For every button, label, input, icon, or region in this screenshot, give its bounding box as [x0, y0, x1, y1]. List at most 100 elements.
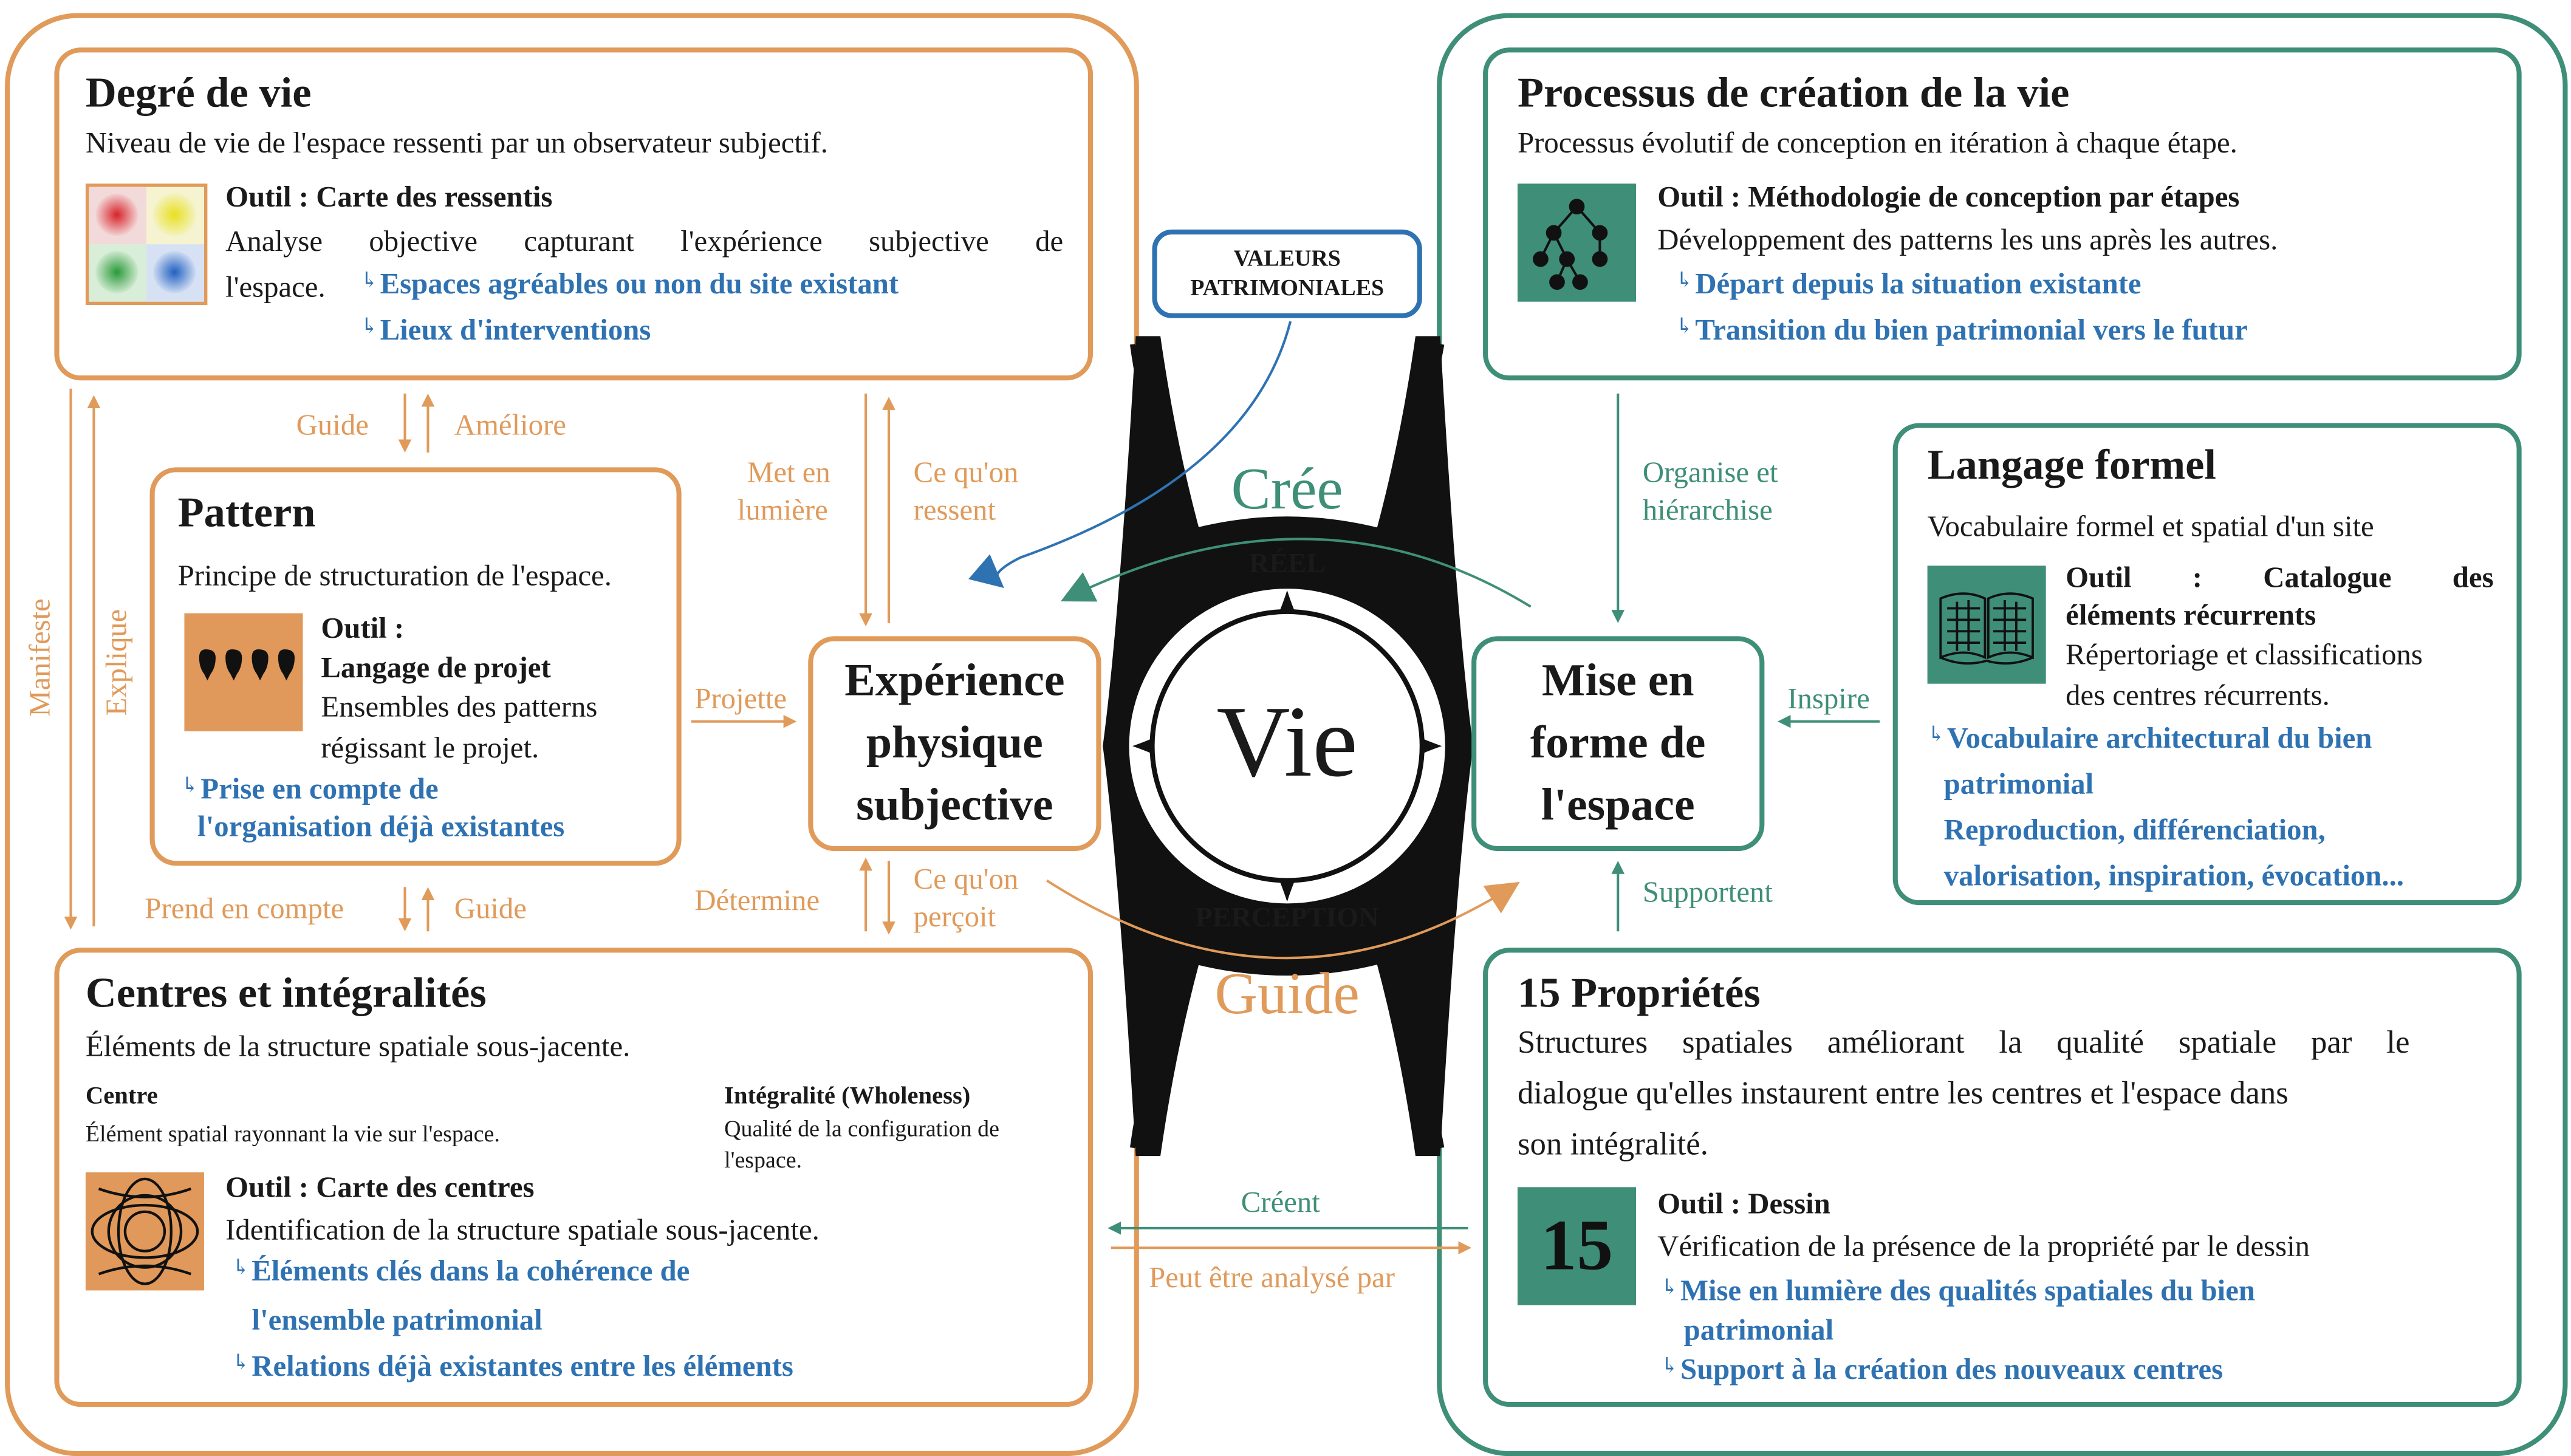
ce-quon-percoit-label-1: Ce qu'on [913, 862, 1019, 895]
proprietes-description-1: Structures spatiales améliorant la quali… [1517, 1026, 2410, 1061]
centres-description: Éléments de la structure spatiale sous-j… [85, 1030, 631, 1063]
degre-de-vie-title: Degré de vie [85, 69, 312, 117]
integralite-text-2: l'espace. [724, 1149, 803, 1174]
experience-line-3: subjective [856, 780, 1053, 832]
guide-top-label: Guide [296, 408, 369, 442]
proprietes-bullet-3: ↳Support à la création des nouveaux cent… [1660, 1353, 2224, 1386]
degre-de-vie-tool-text-1: Analyse objective capturant l'expérience… [225, 224, 1064, 258]
mise-en-forme-box: Mise en forme de l'espace [1471, 636, 1765, 851]
processus-card: Processus de création de la vie Processu… [1483, 47, 2522, 381]
organise-label-1: Organise et [1642, 456, 1778, 489]
number-15-text: 15 [1540, 1205, 1614, 1286]
langage-tool-2: éléments récurrents [2066, 598, 2316, 632]
langage-tool-text-2: des centres récurrents. [2066, 678, 2330, 712]
centres-card: Centres et intégralités Éléments de la s… [54, 948, 1093, 1407]
pattern-bullet-1: ↳Prise en compte de [181, 772, 439, 805]
perception-label: PERCEPTION [1195, 901, 1379, 933]
pattern-bullet-2: l'organisation déjà existantes [197, 810, 565, 843]
pattern-description: Principe de structuration de l'espace. [177, 559, 612, 592]
catalogue-book-icon [1927, 566, 2046, 684]
integralite-text-1: Qualité de la configuration de [724, 1118, 1000, 1143]
proprietes-title: 15 Propriétés [1517, 969, 1761, 1017]
cree-label: Crée [1231, 456, 1343, 522]
determine-label: Détermine [694, 883, 820, 917]
peut-etre-analyse-label: Peut être analysé par [1149, 1260, 1395, 1294]
ce-quon-ressent-label-1: Ce qu'on [913, 456, 1019, 489]
proprietes-card: 15 Propriétés Structures spatiales améli… [1483, 948, 2522, 1407]
centres-bullet-3: ↳Relations déjà existantes entre les élé… [232, 1349, 793, 1383]
centres-bullet-2: l'ensemble patrimonial [252, 1304, 543, 1337]
pattern-title: Pattern [177, 488, 316, 536]
degre-de-vie-tool-text-2: l'espace. [225, 270, 326, 304]
vie-label: Vie [1216, 687, 1358, 799]
pattern-card: Pattern Principe de structuration de l'e… [149, 467, 682, 866]
processus-bullet-2: ↳Transition du bien patrimonial vers le … [1676, 313, 2248, 346]
degre-de-vie-card: Degré de vie Niveau de vie de l'espace r… [54, 47, 1093, 381]
mise-en-forme-line-1: Mise en [1541, 655, 1694, 707]
degre-de-vie-description: Niveau de vie de l'espace ressenti par u… [85, 126, 828, 159]
processus-tool-text: Développement des patterns les uns après… [1657, 223, 2278, 256]
valeurs-line-1: VALEURS [1233, 247, 1341, 273]
experience-box: Expérience physique subjective [808, 636, 1101, 851]
proprietes-bullet-2: patrimonial [1683, 1313, 1834, 1347]
processus-description: Processus évolutif de conception en itér… [1517, 126, 2237, 159]
prend-en-compte-label: Prend en compte [145, 892, 344, 925]
pattern-tool-text-2: régissant le projet. [321, 731, 539, 764]
number-15-icon: 15 [1517, 1187, 1637, 1305]
met-en-lumiere-label-2: lumière [737, 493, 828, 527]
degre-de-vie-bullet-1: ↳Espaces agréables ou non du site exista… [360, 267, 899, 300]
langage-tool-text-1: Répertoriage et classifications [2066, 638, 2423, 671]
proprietes-description-3: son intégralité. [1517, 1128, 1708, 1163]
mise-en-forme-line-3: l'espace [1541, 780, 1695, 832]
langage-bullet-4: valorisation, inspiration, évocation... [1943, 859, 2404, 892]
guide-bottom-label: Guide [454, 892, 527, 925]
proprietes-bullet-1: ↳Mise en lumière des qualités spatiales … [1660, 1274, 2256, 1307]
centres-tool: Outil : Carte des centres [225, 1171, 535, 1204]
centre-text: Élément spatial rayonnant la vie sur l'e… [85, 1123, 500, 1148]
mise-en-forme-line-2: forme de [1530, 718, 1706, 770]
centres-bullet-1: ↳Éléments clés dans la cohérence de [232, 1254, 690, 1288]
langage-bullet-1: ↳Vocabulaire architectural du bien [1927, 721, 2372, 754]
experience-line-1: Expérience [844, 655, 1065, 707]
guide-center-label: Guide [1214, 960, 1360, 1027]
projette-label: Projette [694, 682, 787, 715]
creent-label: Créent [1241, 1185, 1320, 1218]
pattern-language-icon [184, 613, 303, 731]
manifeste-label: Manifeste [22, 598, 56, 717]
ce-quon-ressent-label-2: ressent [913, 493, 996, 527]
langage-bullet-3: Reproduction, différenciation, [1943, 813, 2326, 846]
centres-map-icon [85, 1172, 204, 1291]
processus-tool: Outil : Méthodologie de conception par é… [1657, 180, 2240, 213]
degre-de-vie-bullet-2: ↳Lieux d'interventions [360, 313, 651, 346]
langage-description: Vocabulaire formel et spatial d'un site [1927, 510, 2374, 543]
supportent-label: Supportent [1642, 875, 1773, 909]
langage-tool-1: Outil : Catalogue des [2066, 561, 2494, 594]
met-en-lumiere-label-1: Met en [747, 456, 830, 489]
process-tree-icon [1517, 183, 1637, 302]
langage-title: Langage formel [1927, 441, 2216, 489]
proprietes-tool-text: Vérification de la présence de la propri… [1657, 1229, 2310, 1263]
organise-label-2: hiérarchise [1642, 493, 1773, 527]
integralite-heading: Intégralité (Wholeness) [724, 1084, 971, 1110]
ameliore-label: Améliore [454, 408, 566, 442]
valeurs-patrimoniales-box: VALEURS PATRIMONIALES [1152, 229, 1422, 318]
proprietes-tool: Outil : Dessin [1657, 1187, 1830, 1220]
degre-de-vie-tool: Outil : Carte des ressentis [225, 180, 553, 213]
explique-label: Explique [99, 609, 133, 716]
proprietes-description-2: dialogue qu'elles instaurent entre les c… [1517, 1077, 2289, 1112]
pattern-tool-1: Outil : [321, 611, 405, 644]
centre-heading: Centre [85, 1084, 158, 1110]
centres-title: Centres et intégralités [85, 969, 487, 1017]
reel-label: RÉEL [1248, 547, 1326, 579]
pattern-tool-2: Langage de projet [321, 651, 551, 684]
processus-bullet-1: ↳Départ depuis la situation existante [1676, 267, 2141, 300]
vie-emblem [1103, 336, 1473, 1157]
valeurs-line-2: PATRIMONIALES [1190, 277, 1385, 302]
processus-title: Processus de création de la vie [1517, 69, 2070, 117]
langage-bullet-2: patrimonial [1943, 767, 2094, 801]
pattern-tool-text-1: Ensembles des patterns [321, 690, 598, 723]
langage-formel-card: Langage formel Vocabulaire formel et spa… [1892, 423, 2522, 906]
inspire-label: Inspire [1787, 682, 1870, 715]
feelings-map-icon [85, 183, 208, 306]
